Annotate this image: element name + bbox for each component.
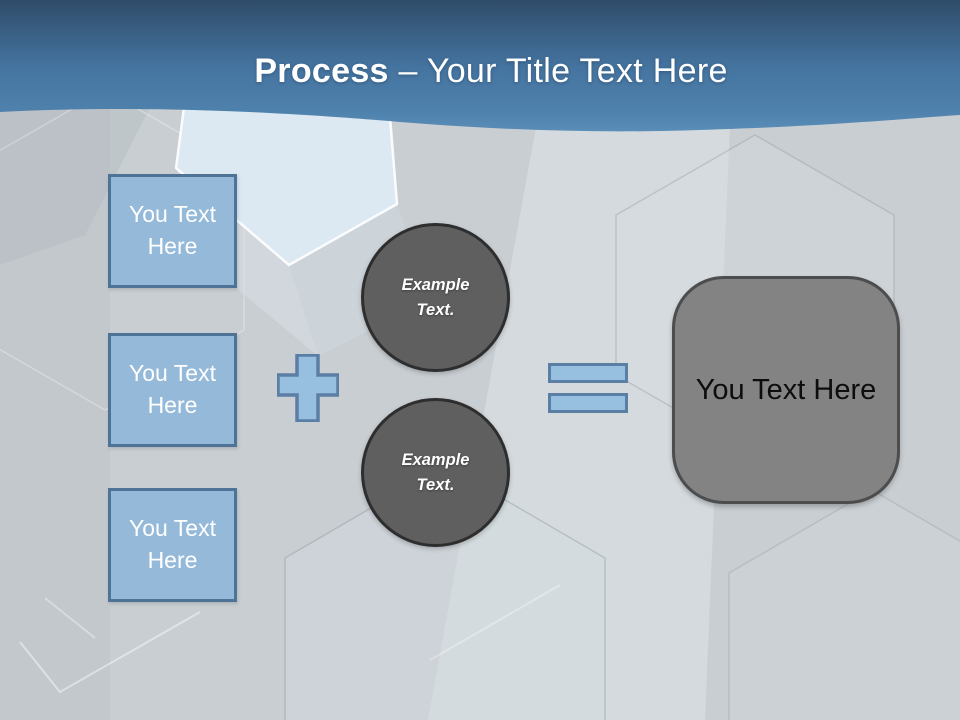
title-bold-text: Process <box>254 52 389 90</box>
input-box-2[interactable]: You Text Here <box>108 333 237 447</box>
result-box-label: You Text Here <box>695 373 877 406</box>
input-box-1[interactable]: You Text Here <box>108 174 237 288</box>
input-box-2-label: You Text Here <box>129 360 216 418</box>
header-wave <box>0 0 960 132</box>
example-circle-2[interactable]: Example Text. <box>361 398 510 547</box>
equals-icon <box>548 393 628 413</box>
input-box-3-label: You Text Here <box>129 515 216 573</box>
result-box[interactable]: You Text Here <box>672 276 900 504</box>
example-circle-1[interactable]: Example Text. <box>361 223 510 372</box>
example-circle-2-label: Example Text. <box>401 450 470 494</box>
input-box-1-label: You Text Here <box>129 201 216 259</box>
input-box-3[interactable]: You Text Here <box>108 488 237 602</box>
title-regular-text: – Your Title Text Here <box>398 52 728 90</box>
example-circle-1-label: Example Text. <box>401 275 470 319</box>
page-title[interactable]: Process – Your Title Text Here <box>0 52 960 91</box>
equals-icon <box>548 363 628 383</box>
plus-icon <box>276 353 340 427</box>
